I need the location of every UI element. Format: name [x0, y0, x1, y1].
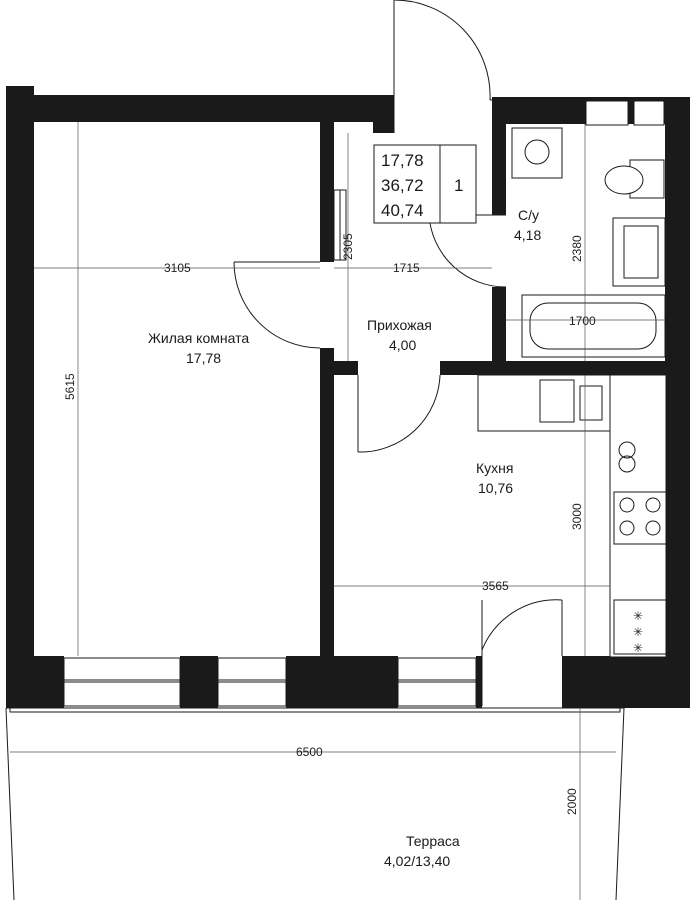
summary-living-area: 17,78 [381, 151, 424, 170]
room-terrace-area: 4,02/13,40 [384, 853, 450, 869]
svg-text:✳: ✳ [633, 641, 643, 655]
summary-total-with-terrace: 40,74 [381, 201, 424, 220]
bathroom-fixtures [511, 127, 666, 358]
dim-bath-height: 2380 [570, 235, 584, 262]
room-kitchen-name: Кухня [476, 460, 513, 476]
dim-hall-width: 1715 [393, 261, 420, 275]
summary-rooms-count: 1 [454, 176, 463, 195]
dim-living-height: 5615 [63, 373, 77, 400]
dim-living-width: 3105 [164, 261, 191, 275]
kitchen-sink-icon [539, 379, 575, 423]
dim-hall-height: 2305 [341, 233, 355, 260]
room-hall-area: 4,00 [389, 337, 416, 353]
dim-bathtub-length: 1700 [569, 314, 596, 328]
svg-text:✳: ✳ [633, 609, 643, 623]
washing-machine-icon [511, 127, 563, 179]
dim-kitchen-width: 3565 [482, 579, 509, 593]
doors [233, 0, 563, 706]
stove-icon [613, 491, 667, 545]
cooktop-icon [613, 599, 667, 655]
dim-terrace-width: 6500 [296, 745, 323, 759]
dim-kitchen-height: 3000 [570, 503, 584, 530]
room-bathroom-name: С/у [518, 207, 539, 223]
windows [63, 100, 665, 707]
svg-text:✳: ✳ [633, 625, 643, 639]
summary-total-area: 36,72 [381, 176, 424, 195]
room-terrace-name: Терраса [406, 833, 460, 849]
kitchen-fixtures: ✳ ✳ ✳ [477, 374, 667, 658]
room-bathroom-area: 4,18 [514, 227, 541, 243]
terrace-outline [5, 707, 625, 900]
room-kitchen-area: 10,76 [478, 480, 513, 496]
dimension-lines [10, 122, 665, 900]
room-living-name: Жилая комната [148, 330, 249, 346]
dim-terrace-depth: 2000 [565, 788, 579, 815]
room-living-area: 17,78 [186, 350, 221, 366]
room-hall-name: Прихожая [367, 317, 432, 333]
area-summary: 17,78 36,72 40,74 1 [373, 144, 477, 224]
